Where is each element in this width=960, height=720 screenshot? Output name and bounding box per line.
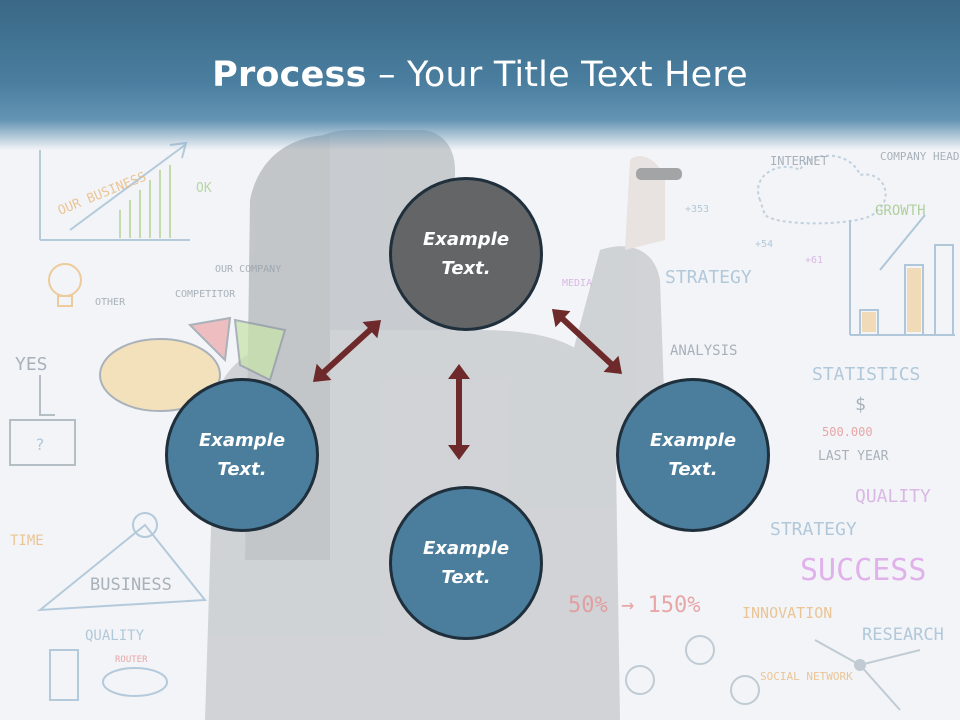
sketch-text: OTHER — [95, 297, 126, 308]
arrow-head — [448, 364, 470, 379]
sketch-text: SUCCESS — [800, 553, 926, 588]
sketch-bar-fills — [862, 268, 921, 332]
sketch-text: ANALYSIS — [670, 343, 737, 359]
arrow-top-right — [552, 309, 622, 374]
sketch-text: RESEARCH — [862, 625, 944, 645]
node-right[interactable]: Example Text. — [616, 378, 770, 532]
arrow-head — [552, 309, 571, 328]
sketch-yes-flow — [9, 375, 76, 466]
sketch-text: LAST YEAR — [818, 449, 889, 464]
sketch-text: $ — [855, 394, 866, 415]
arrow-head — [362, 320, 381, 339]
node-bottom-label: Example Text. — [422, 538, 510, 588]
sketch-text: STRATEGY — [665, 267, 752, 288]
sketch-text: 50% → 150% — [568, 593, 700, 618]
arrow-shaft — [319, 325, 375, 377]
sketch-text: OK — [196, 181, 212, 196]
title-rest: – Your Title Text Here — [366, 55, 748, 95]
arrow-center-vertical — [448, 364, 470, 460]
sketch-text: +61 — [805, 255, 823, 266]
node-right-label: Example Text. — [649, 430, 737, 480]
sketch-text: ? — [35, 435, 45, 454]
arrow-left-top — [313, 320, 381, 382]
slide-title: Process – Your Title Text Here — [0, 52, 960, 98]
sketch-text: SOCIAL NETWORK — [760, 670, 853, 683]
sketch-text: STATISTICS — [812, 364, 920, 385]
sketch-text: 500.000 — [822, 425, 873, 439]
sketch-triangle — [36, 512, 207, 701]
arrow-shaft — [558, 314, 616, 369]
sketch-text: COMPETITOR — [175, 289, 236, 300]
arrow-head — [603, 355, 622, 374]
sketch-text: GROWTH — [875, 203, 926, 219]
arrow-head — [313, 363, 332, 382]
sketch-text: QUALITY — [85, 628, 145, 644]
arrow-head — [448, 445, 470, 460]
sketch-text: INNOVATION — [742, 604, 832, 622]
sketch-text: BUSINESS — [90, 575, 172, 595]
sketch-bars-green — [119, 165, 171, 238]
sketch-text: INTERNET — [770, 154, 828, 168]
sketch-text: +54 — [755, 239, 773, 250]
sketch-text: MEDIA — [562, 278, 592, 289]
sketch-text: OUR COMPANY — [215, 264, 281, 275]
sketch-pie — [99, 316, 287, 412]
node-left[interactable]: Example Text. — [165, 378, 319, 532]
title-bold: Process — [212, 55, 367, 95]
sketch-text: STRATEGY — [770, 519, 857, 540]
node-top-label: Example Text. — [422, 229, 510, 279]
sketch-lightbulb — [48, 263, 82, 307]
node-top[interactable]: Example Text. — [389, 177, 543, 331]
sketch-bar-chart-right — [849, 214, 955, 336]
sketch-text: +353 — [685, 204, 709, 215]
node-bottom[interactable]: Example Text. — [389, 486, 543, 640]
sketch-text: YES — [15, 354, 48, 375]
title-banner — [0, 0, 960, 150]
sketch-network — [625, 635, 921, 711]
sketch-text: COMPANY HEADQUARTERS — [880, 150, 960, 163]
sketch-text: ROUTER — [115, 655, 148, 665]
sketch-text: TIME — [10, 533, 44, 549]
sketch-bar-chart-left — [39, 141, 190, 241]
node-left-label: Example Text. — [198, 430, 286, 480]
sketch-text: QUALITY — [855, 486, 931, 507]
